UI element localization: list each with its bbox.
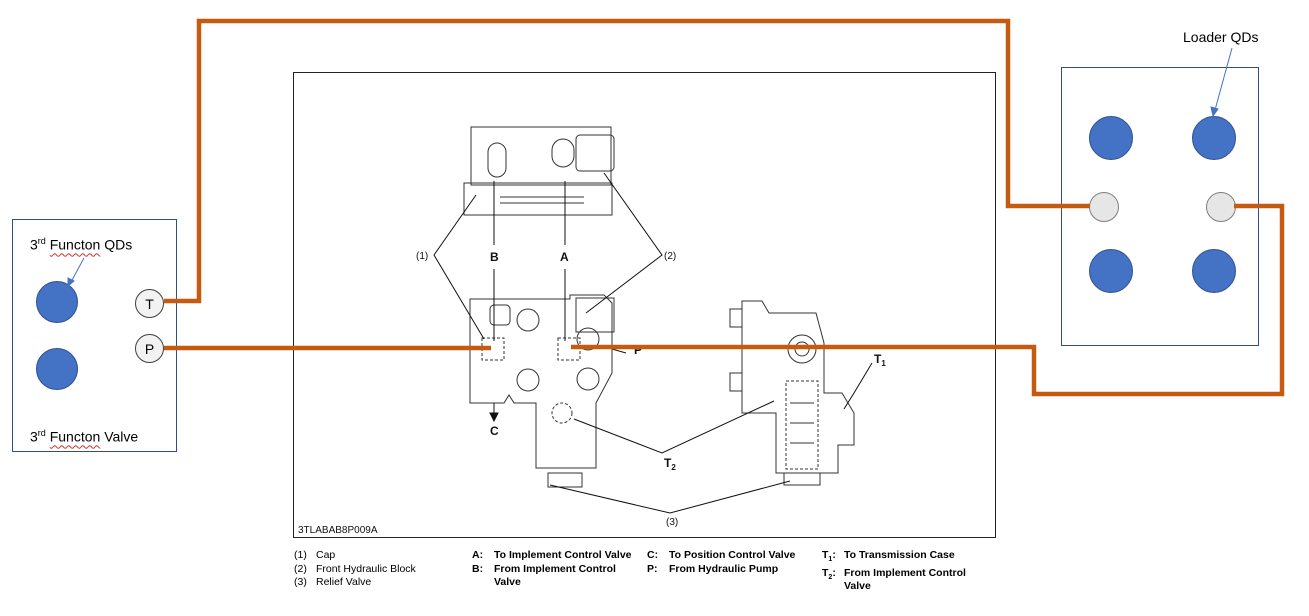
- third-function-qds-label: 3rd Functon QDs: [30, 236, 133, 253]
- label-a: A: [560, 250, 569, 264]
- third-function-valve-label: 3rd Functon Valve: [30, 428, 139, 445]
- label-t1: T1: [874, 352, 886, 368]
- callout-2: (2): [664, 251, 676, 262]
- third-function-qd-upper[interactable]: [36, 281, 78, 323]
- legend-row: P:From Hydraulic Pump: [647, 562, 779, 575]
- pressure-port-label: P: [144, 340, 155, 357]
- tank-port-t[interactable]: T: [135, 289, 164, 318]
- loader-qd-top-right[interactable]: [1192, 116, 1236, 160]
- legend-row: C:To Position Control Valve: [647, 549, 796, 561]
- legend-row: (2)Front Hydraulic Block: [294, 562, 416, 575]
- label-b: B: [490, 250, 499, 264]
- loader-port-right[interactable]: [1206, 192, 1236, 222]
- callout-3: (3): [666, 517, 678, 528]
- hydraulic-block-drawing: (1) (2) (3) 3TLABAB8P009A B A C P T1 T2: [293, 72, 996, 538]
- drawing-legend-col4: T1:To Transmission Case T2:From Implemen…: [822, 549, 982, 594]
- legend-row: B:From Implement Control Valve: [472, 562, 616, 589]
- drawing-legend-col1: (1)Cap (2)Front Hydraulic Block (3)Relie…: [294, 549, 416, 590]
- loader-qds-box: [1061, 67, 1259, 346]
- label-c: C: [490, 424, 499, 438]
- drawing-legend-col2: A:To Implement Control Valve B:From Impl…: [472, 549, 644, 590]
- callout-1: (1): [416, 251, 428, 262]
- hydraulic-block-svg: (1) (2) (3) 3TLABAB8P009A B A C P T1 T2: [298, 126, 886, 536]
- loader-qd-bottom-right[interactable]: [1192, 249, 1236, 293]
- legend-row: T2:From Implement Control Valve: [822, 566, 966, 593]
- label-p: P: [634, 343, 642, 357]
- loader-port-left[interactable]: [1089, 192, 1119, 222]
- legend-row: T1:To Transmission Case: [822, 549, 955, 564]
- third-function-qd-lower[interactable]: [36, 348, 78, 390]
- loader-qds-label: Loader QDs: [1183, 29, 1259, 45]
- loader-qd-top-left[interactable]: [1089, 116, 1133, 160]
- legend-row: A:To Implement Control Valve: [472, 549, 632, 561]
- loader-qd-bottom-left[interactable]: [1089, 249, 1133, 293]
- pressure-port-p[interactable]: P: [135, 334, 164, 363]
- label-t2: T2: [664, 456, 676, 472]
- legend-row: (3)Relief Valve: [294, 576, 372, 588]
- tank-port-label: T: [145, 295, 154, 312]
- drawing-legend-col3: C:To Position Control Valve P:From Hydra…: [647, 549, 795, 576]
- drawing-id: 3TLABAB8P009A: [298, 525, 378, 536]
- legend-row: (1)Cap: [294, 549, 336, 561]
